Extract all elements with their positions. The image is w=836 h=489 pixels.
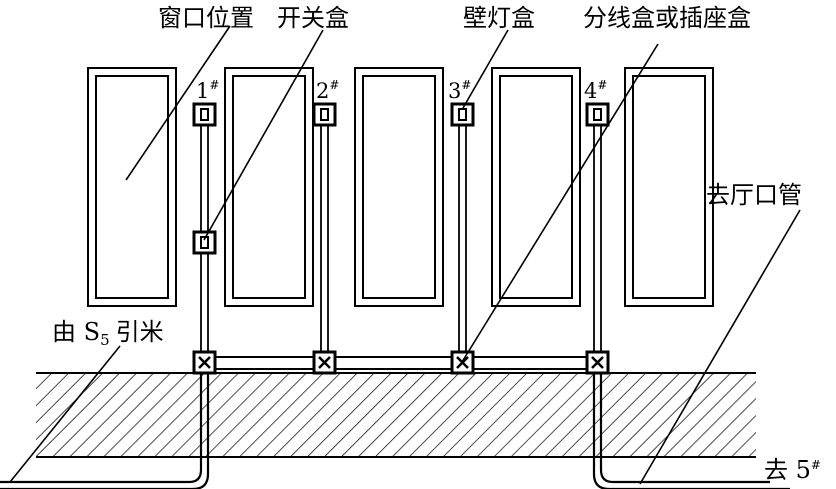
leader-to-hall <box>639 209 801 485</box>
leader-wall-lamp-box <box>462 29 509 109</box>
box-number-4: 4# <box>584 78 607 103</box>
box-number-1: 1# <box>196 78 219 103</box>
label-to-hall: 去厅口管 <box>706 181 802 209</box>
wall-lamp-box-1 <box>192 102 217 127</box>
label-wall-lamp-box: 壁灯盒 <box>463 4 535 32</box>
label-to-5: 去 5# <box>764 456 821 484</box>
leader-window <box>125 25 231 181</box>
wall-lamp-box-2 <box>312 102 337 127</box>
window-2 <box>224 67 314 307</box>
box-number-3: 3# <box>448 78 471 103</box>
label-junction-box: 分线盒或插座盒 <box>583 4 751 32</box>
label-switch-box: 开关盒 <box>277 4 349 32</box>
window-5 <box>624 67 714 307</box>
junction-box-1 <box>192 350 217 375</box>
junction-box-4 <box>585 350 610 375</box>
window-4 <box>491 67 581 307</box>
switch-box <box>192 230 217 255</box>
horizontal-conduit <box>203 356 601 370</box>
leader-switch-box <box>203 29 324 241</box>
wall-band <box>36 372 756 458</box>
wall-lamp-box-4 <box>585 102 610 127</box>
window-3 <box>354 67 444 307</box>
window-1 <box>87 67 177 307</box>
leader-from-s5 <box>9 345 121 483</box>
wall-lamp-box-3 <box>450 102 475 127</box>
junction-box-2 <box>312 350 337 375</box>
label-window: 窗口位置 <box>158 4 254 32</box>
box-number-2: 2# <box>316 78 339 103</box>
junction-box-3 <box>450 350 475 375</box>
leader-junction-box <box>461 43 659 363</box>
leader-lines <box>9 25 801 485</box>
